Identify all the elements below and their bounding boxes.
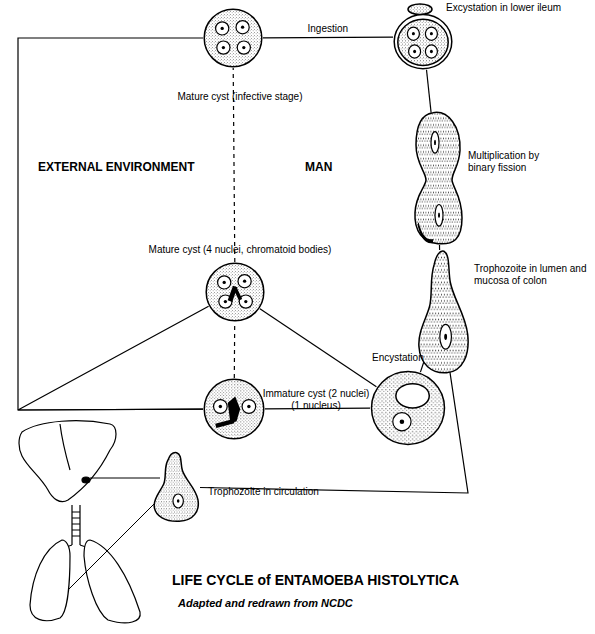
cycle-connector bbox=[427, 70, 432, 113]
parasite-cell bbox=[370, 370, 446, 446]
region-label: MAN bbox=[305, 160, 332, 174]
stage-node: Encystation bbox=[370, 370, 446, 446]
parasite-cell bbox=[203, 378, 265, 440]
stage-node: Immature cyst (2 nuclei)(1 nucleus) bbox=[203, 378, 265, 440]
region-label: EXTERNAL ENVIRONMENT bbox=[38, 160, 194, 174]
stage-label: Trophozoite in lumen and mucosa of colon bbox=[474, 263, 590, 287]
stage-node: Trophozoite in circulation bbox=[148, 452, 200, 522]
cycle-connector bbox=[200, 371, 468, 493]
stage-label: Multiplication by binary fission bbox=[468, 150, 558, 174]
parasite-cell bbox=[413, 110, 463, 245]
stage-label: Mature cyst (4 nuclei, chromatoid bodies… bbox=[130, 244, 350, 256]
diagram-title: LIFE CYCLE of ENTAMOEBA HISTOLYTICA bbox=[172, 572, 459, 588]
leader-lines bbox=[68, 478, 160, 590]
edge-label: Ingestion bbox=[307, 23, 348, 34]
stage-label: Immature cyst (2 nuclei)(1 nucleus) bbox=[262, 388, 370, 412]
cycle-connector bbox=[263, 37, 393, 39]
lungs-drawing bbox=[30, 505, 140, 623]
stage-label: Mature cyst (infective stage) bbox=[150, 91, 330, 103]
stage-label: Excystation in lower ileum bbox=[446, 2, 594, 14]
stage-node: Multiplication by binary fission bbox=[413, 110, 463, 245]
cycle-connector bbox=[18, 38, 203, 410]
parasite-cell bbox=[148, 452, 200, 522]
stage-node: Mature cyst (4 nuclei, chromatoid bodies… bbox=[205, 262, 265, 322]
stage-label: Encystation bbox=[372, 352, 452, 364]
cycle-connector bbox=[260, 309, 377, 387]
parasite-cell bbox=[205, 262, 265, 322]
parasite-cell bbox=[203, 8, 263, 68]
liver-drawing bbox=[19, 421, 116, 502]
stage-node: Mature cyst (infective stage) bbox=[203, 8, 263, 68]
diagram-caption: Adapted and redrawn from NCDC bbox=[178, 597, 353, 609]
stage-label: Trophozoite in circulation bbox=[208, 486, 358, 498]
cycle-connector bbox=[420, 362, 423, 372]
stage-node: Excystation in lower ileum bbox=[393, 4, 453, 70]
cycle-connector bbox=[439, 245, 440, 250]
cycle-connector bbox=[234, 322, 236, 378]
cycle-connector bbox=[18, 306, 209, 410]
parasite-cell bbox=[393, 4, 453, 70]
